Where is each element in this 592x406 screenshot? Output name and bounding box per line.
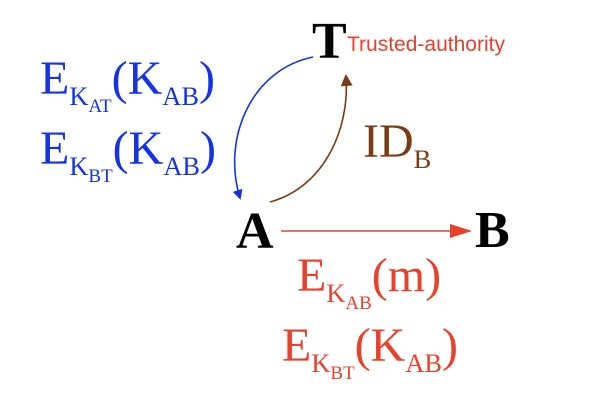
label-e-kat-kab: EKAT(KAB) [40, 52, 215, 117]
open-paren: ( [354, 319, 371, 372]
open-paren: ( [111, 52, 128, 105]
kab-subscript: AB [163, 151, 200, 182]
node-a: A [236, 203, 274, 260]
arrow-t-to-a [232, 56, 314, 200]
key-kab: K [127, 52, 163, 105]
key-kab: K [370, 319, 406, 372]
kab-subscript: AB [405, 348, 442, 379]
close-paren: ) [442, 319, 458, 372]
e-symbol: E [40, 52, 70, 105]
close-paren: ) [198, 52, 215, 105]
e-symbol: E [40, 122, 70, 175]
key-kab: K [128, 122, 164, 175]
label-e-kab-m: EKAB(m) [297, 249, 442, 314]
open-paren: ( [112, 122, 129, 175]
message-text: (m) [371, 249, 442, 302]
node-t: T [312, 13, 347, 70]
e-symbol: E [297, 249, 327, 302]
arrow-a-to-t [269, 74, 353, 203]
trusted-authority-label: Trusted-authority [347, 33, 505, 56]
key-subscript: KBT [69, 151, 113, 188]
key-subscript: KAT [69, 81, 112, 118]
kab-subscript: AB [162, 81, 199, 112]
e-symbol: E [282, 319, 312, 372]
label-e-kbt-kab-red: EKBT(KAB) [282, 319, 458, 384]
id-text: ID [363, 115, 414, 168]
key-subscript: KAB [326, 278, 372, 315]
label-e-kbt-kab: EKBT(KAB) [40, 122, 216, 187]
label-id-b: IDB [363, 115, 431, 173]
close-paren: ) [200, 122, 216, 175]
key-subscript: KBT [311, 348, 355, 385]
id-subscript: B [413, 144, 432, 175]
node-b: B [475, 202, 510, 259]
